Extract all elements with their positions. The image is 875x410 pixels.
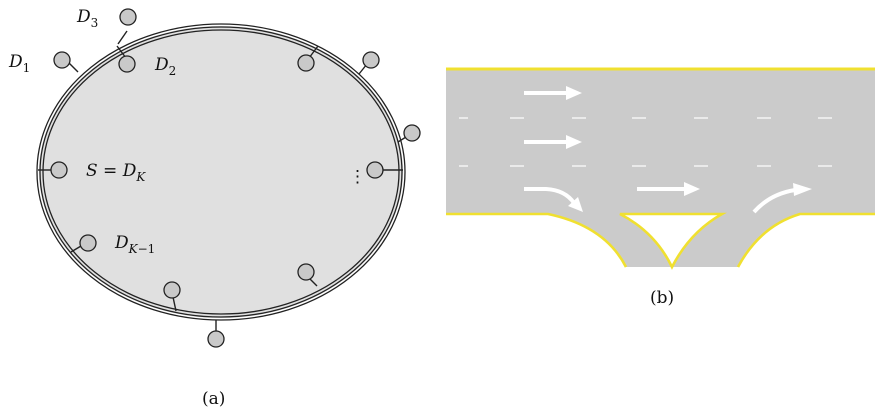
disk-region <box>39 26 403 318</box>
panel-a-ring-network: D3 D1 D2 S = DK DK−1 ⋮ (a) <box>8 7 421 409</box>
lane-dashes <box>459 117 832 167</box>
arrow-lane-2 <box>524 135 582 149</box>
ring-outer <box>36 23 406 321</box>
panel-b-highway: (b) <box>446 67 875 308</box>
node-d1 <box>53 51 71 69</box>
node-inner-bottom-right <box>297 263 315 281</box>
ring-middle <box>39 26 403 318</box>
node-outer-top-right <box>362 51 380 69</box>
arrow-lane-3 <box>637 182 700 196</box>
node-outer-right <box>403 124 421 142</box>
node-inner-right <box>366 161 384 179</box>
caption-b: (b) <box>650 288 674 308</box>
node-d3 <box>119 8 137 26</box>
node-dk-minus-1 <box>79 234 97 252</box>
ring-inner <box>42 29 400 315</box>
node-outer-bottom <box>207 330 225 348</box>
nodes <box>50 8 421 348</box>
node-connectors <box>38 30 407 331</box>
vertical-dots: ⋮ <box>349 167 366 187</box>
label-d1: D1 <box>8 52 30 75</box>
arrow-lane-1 <box>524 86 582 100</box>
label-d2: D2 <box>154 55 176 78</box>
arrow-entry-curve <box>752 183 812 214</box>
node-inner-bottom <box>163 281 181 299</box>
main-road <box>446 69 875 214</box>
traffic-arrows <box>524 86 812 214</box>
exit-ramp <box>548 214 672 267</box>
caption-a: (a) <box>202 389 225 409</box>
road-bottom-edges <box>446 212 875 270</box>
label-s-equals-dk: S = DK <box>86 161 146 184</box>
node-s-dk <box>50 161 68 179</box>
label-d3: D3 <box>76 7 98 30</box>
arrow-exit-curve <box>524 187 583 212</box>
node-inner-top-right <box>297 54 315 72</box>
node-d2 <box>118 55 136 73</box>
label-dk-minus-1: DK−1 <box>114 233 155 256</box>
